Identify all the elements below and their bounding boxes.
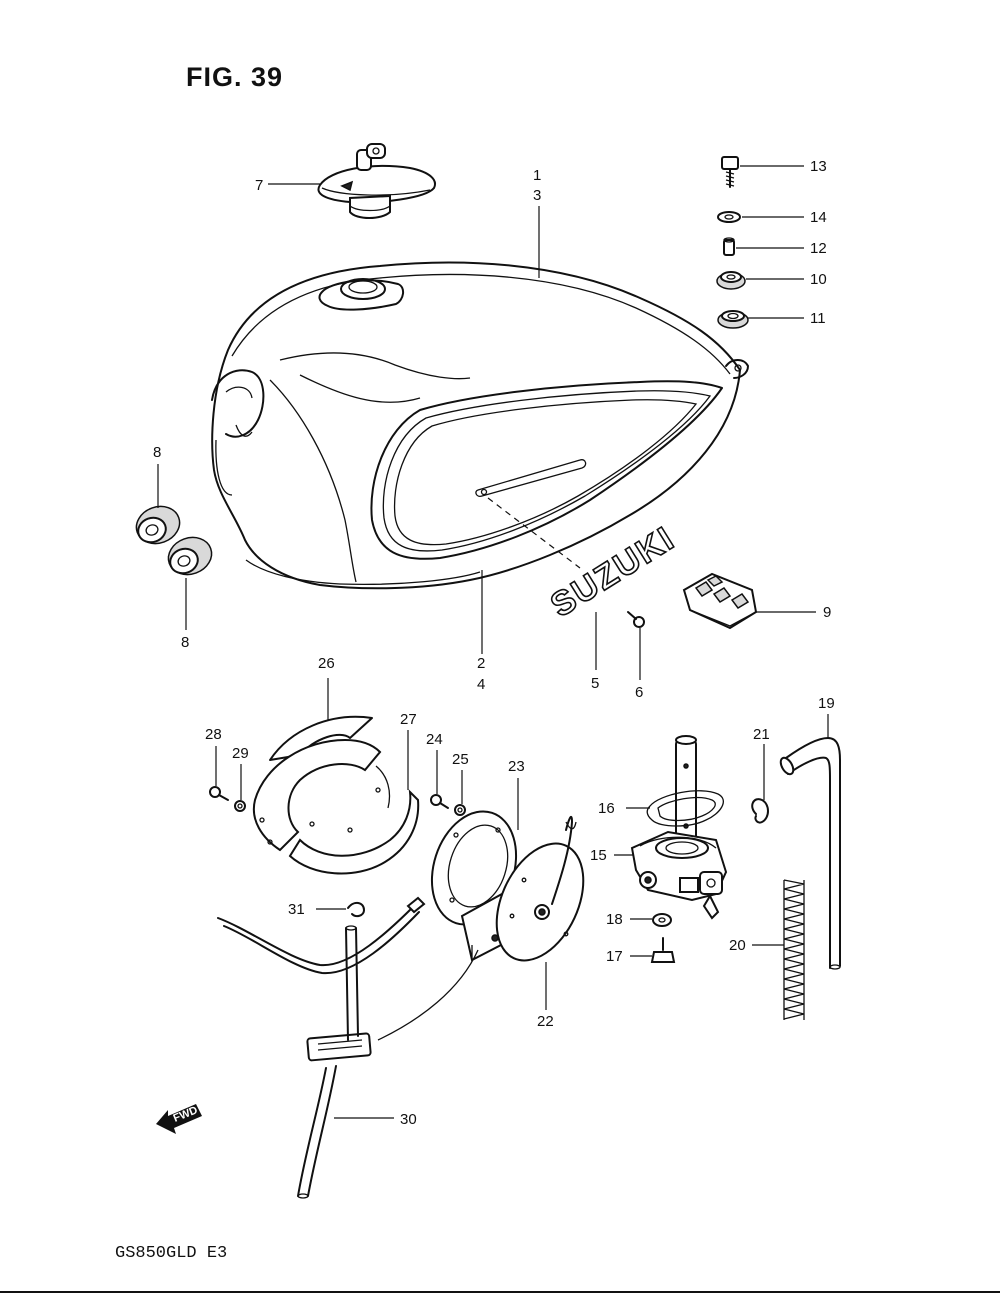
- fuel-hose-30[interactable]: [297, 925, 359, 1199]
- cushion-11[interactable]: [717, 310, 749, 329]
- callout-28: 28: [205, 726, 222, 743]
- gasket-27[interactable]: [288, 765, 420, 875]
- fuel-cap[interactable]: [317, 143, 436, 219]
- wire-harness[interactable]: [217, 896, 426, 1062]
- washer-14[interactable]: [717, 211, 741, 223]
- fuel-tank[interactable]: [211, 261, 749, 590]
- cover-26[interactable]: [252, 715, 382, 852]
- callout-5: 5: [591, 675, 599, 692]
- callout-2: 2: [477, 655, 485, 672]
- bolt-17[interactable]: [650, 937, 676, 963]
- gasket-16[interactable]: [646, 790, 724, 827]
- cushion-8-lower[interactable]: [163, 532, 217, 581]
- callout-7: 7: [255, 177, 263, 194]
- spring-20[interactable]: [783, 879, 805, 1020]
- callout-17: 17: [606, 948, 623, 965]
- suzuki-emblem[interactable]: SUZUKI: [543, 518, 682, 625]
- cushion-10[interactable]: [716, 271, 746, 290]
- callout-23: 23: [508, 758, 525, 775]
- hose-19[interactable]: [778, 737, 841, 970]
- callout-12: 12: [810, 240, 827, 257]
- washer-29[interactable]: [234, 800, 246, 812]
- callout-24: 24: [426, 731, 443, 748]
- callout-4: 4: [477, 676, 485, 693]
- callout-31: 31: [288, 901, 305, 918]
- callout-6: 6: [635, 684, 643, 701]
- cushion-8-upper[interactable]: [131, 501, 185, 550]
- screw-6[interactable]: [627, 611, 645, 628]
- bolt-13[interactable]: [721, 156, 739, 188]
- callout-11: 11: [810, 310, 826, 327]
- callout-10: 10: [810, 271, 827, 288]
- washer-18[interactable]: [652, 913, 672, 927]
- callout-9: 9: [823, 604, 831, 621]
- callout-3: 3: [533, 187, 541, 204]
- callout-19: 19: [818, 695, 835, 712]
- callout-18: 18: [606, 911, 623, 928]
- callout-22: 22: [537, 1013, 554, 1030]
- screw-28[interactable]: [209, 786, 229, 801]
- callout-29: 29: [232, 745, 249, 762]
- emblem-holder-9[interactable]: [682, 572, 758, 630]
- fuel-valve-15[interactable]: [630, 735, 728, 920]
- leader-lines: [157, 165, 829, 1119]
- callout-16: 16: [598, 800, 615, 817]
- callout-20: 20: [729, 937, 746, 954]
- callout-30: 30: [400, 1111, 417, 1128]
- spacer-12[interactable]: [723, 237, 735, 256]
- fuel-gauge-sender-22[interactable]: [377, 816, 601, 1041]
- callout-numbers: 7 1 3 13 14 12 10 11 8 8 2 4 5 6 9 26 27…: [153, 158, 835, 1128]
- forward-direction-arrow: FWD: [156, 1104, 202, 1134]
- callout-21: 21: [753, 726, 770, 743]
- callout-8-upper: 8: [153, 444, 161, 461]
- screw-24[interactable]: [430, 794, 449, 809]
- callout-25: 25: [452, 751, 469, 768]
- clip-21[interactable]: [751, 798, 769, 824]
- washer-25[interactable]: [454, 804, 466, 816]
- model-code: GS850GLD E3: [115, 1244, 228, 1263]
- callout-26: 26: [318, 655, 335, 672]
- callout-8-lower: 8: [181, 634, 189, 651]
- emblem-text: SUZUKI: [544, 519, 682, 625]
- figure-title: FIG. 39: [186, 62, 284, 92]
- clamp-31[interactable]: [347, 902, 365, 918]
- callout-27: 27: [400, 711, 417, 728]
- callout-13: 13: [810, 158, 827, 175]
- callout-15: 15: [590, 847, 607, 864]
- callout-1: 1: [533, 167, 541, 184]
- callout-14: 14: [810, 209, 827, 226]
